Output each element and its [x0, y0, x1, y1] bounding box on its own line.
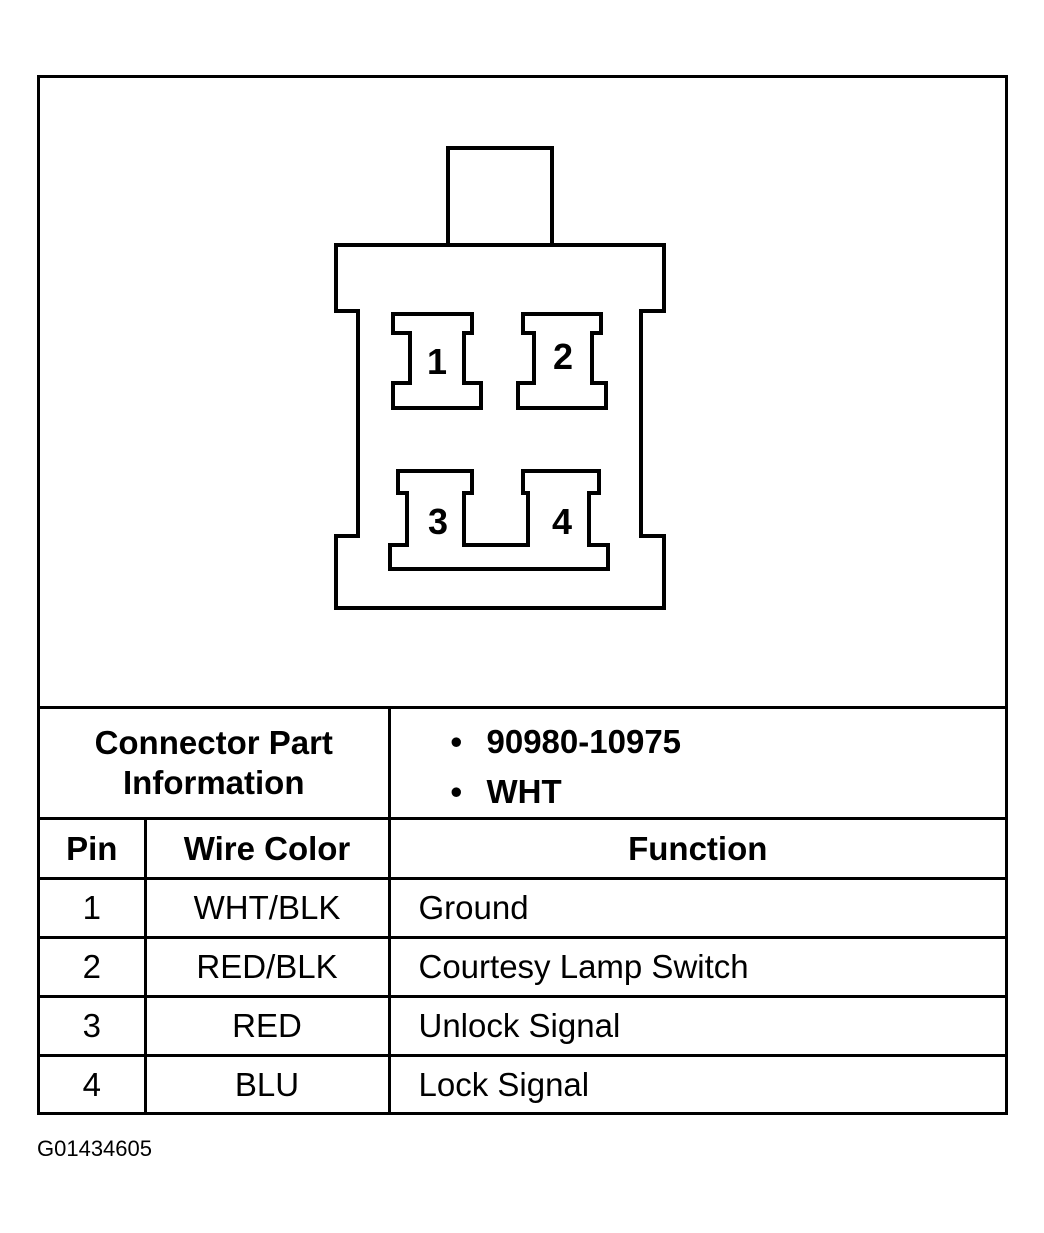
pin-cavity-2	[516, 312, 608, 410]
row-function: Courtesy Lamp Switch	[387, 936, 1005, 998]
connector-diagram: 1 2 3 4	[40, 78, 1005, 706]
table-row: 1 WHT/BLK Ground	[40, 877, 1005, 939]
figure-frame: 1 2 3 4 Connector Part Information 90980…	[37, 75, 1008, 1115]
part-number: 90980-10975	[451, 717, 1006, 767]
row-wire-color: WHT/BLK	[143, 877, 391, 939]
part-info-values: 90980-10975 WHT	[387, 706, 1006, 820]
pin-cavity-3-4	[388, 469, 610, 571]
header-pin: Pin	[40, 817, 147, 880]
part-info-label-line1: Connector Part	[94, 724, 333, 761]
figure-id: G01434605	[37, 1136, 152, 1161]
row-pin: 3	[40, 995, 147, 1057]
row-wire-color: BLU	[143, 1054, 391, 1113]
pin-cavity-1	[391, 312, 483, 410]
header-function: Function	[387, 817, 1005, 880]
connector-housing	[334, 243, 666, 610]
row-pin: 4	[40, 1054, 147, 1113]
part-info-label: Connector Part Information	[40, 706, 391, 820]
pin-label-1: 1	[427, 341, 447, 382]
pin-label-2: 2	[553, 336, 573, 377]
row-function: Ground	[387, 877, 1005, 939]
row-function: Unlock Signal	[387, 995, 1005, 1057]
table-row: 4 BLU Lock Signal	[40, 1054, 1005, 1113]
pin-label-3: 3	[428, 501, 448, 542]
connector-latch	[446, 146, 554, 245]
connector-table: Connector Part Information 90980-10975 W…	[40, 706, 1005, 1113]
connector-face-svg: 1 2 3 4	[334, 146, 666, 610]
row-function: Lock Signal	[387, 1054, 1005, 1113]
part-color: WHT	[451, 767, 1006, 817]
table-row: 3 RED Unlock Signal	[40, 995, 1005, 1057]
pin-label-4: 4	[552, 501, 572, 542]
row-pin: 2	[40, 936, 147, 998]
row-wire-color: RED/BLK	[143, 936, 391, 998]
row-wire-color: RED	[143, 995, 391, 1057]
table-row: 2 RED/BLK Courtesy Lamp Switch	[40, 936, 1005, 998]
row-pin: 1	[40, 877, 147, 939]
table-header-row: Pin Wire Color Function	[40, 817, 1005, 880]
header-wire-color: Wire Color	[143, 817, 391, 880]
part-info-label-line2: Information	[123, 764, 305, 801]
part-info-row: Connector Part Information 90980-10975 W…	[40, 706, 1006, 820]
